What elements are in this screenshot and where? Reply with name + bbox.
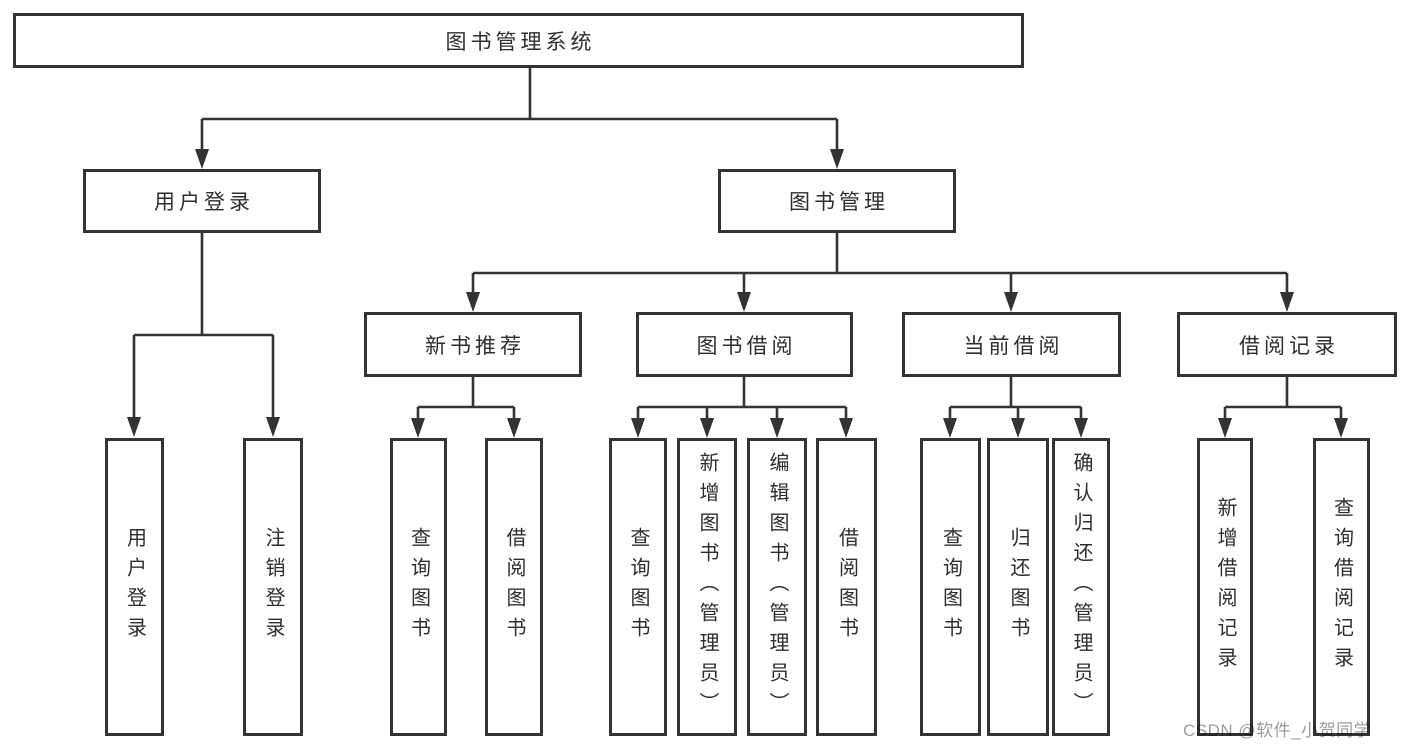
- node-library-management-system: 图书管理系统: [13, 13, 1024, 68]
- connector-edges: [132, 68, 1343, 426]
- node-label: 图书借阅: [696, 334, 797, 358]
- leaf-label: 查询图书: [939, 527, 962, 647]
- leaf-label: 归还图书: [1007, 527, 1029, 647]
- leaf-label: 借阅图书: [835, 527, 858, 647]
- leaf-query-books-current: 查询图书: [920, 438, 981, 736]
- leaf-label: 用户登录: [123, 527, 146, 647]
- leaf-confirm-return-admin: 确认归还（管理员）: [1052, 438, 1110, 736]
- leaf-label: 新增借阅记录: [1214, 497, 1236, 677]
- leaf-label: 注销登录: [262, 527, 284, 647]
- leaf-query-books-borrowing: 查询图书: [609, 438, 667, 736]
- node-label: 用户登录: [154, 191, 254, 214]
- node-book-management: 图书管理: [718, 169, 956, 233]
- node-label: 图书管理: [789, 191, 889, 214]
- leaf-label: 查询图书: [627, 527, 649, 647]
- leaf-add-borrow-record: 新增借阅记录: [1197, 438, 1253, 736]
- leaf-label: 查询借阅记录: [1330, 497, 1353, 677]
- node-borrowing-records: 借阅记录: [1177, 312, 1397, 377]
- leaf-return-book: 归还图书: [987, 438, 1049, 736]
- leaf-label: 查询图书: [407, 527, 430, 647]
- leaf-query-borrow-record: 查询借阅记录: [1313, 438, 1370, 736]
- leaf-add-book-admin: 新增图书（管理员）: [677, 438, 737, 736]
- node-label: 当前借阅: [963, 334, 1064, 358]
- leaf-query-books-recommend: 查询图书: [390, 438, 447, 736]
- leaf-label: 借阅图书: [503, 527, 525, 647]
- node-new-book-recommend: 新书推荐: [364, 312, 582, 377]
- leaf-edit-book-admin: 编辑图书（管理员）: [747, 438, 807, 736]
- leaf-user-login: 用户登录: [105, 438, 164, 736]
- node-current-borrowing: 当前借阅: [902, 312, 1121, 377]
- leaf-label: 确认归还（管理员）: [1070, 452, 1092, 722]
- node-label: 图书管理系统: [445, 30, 596, 54]
- leaf-logout: 注销登录: [243, 438, 303, 736]
- node-user-login: 用户登录: [83, 169, 321, 233]
- leaf-label: 新增图书（管理员）: [696, 452, 718, 722]
- leaf-borrow-books-borrowing: 借阅图书: [816, 438, 877, 736]
- leaf-label: 编辑图书（管理员）: [766, 452, 788, 722]
- node-label: 借阅记录: [1239, 334, 1339, 358]
- node-label: 新书推荐: [425, 334, 525, 358]
- leaf-borrow-books-recommend: 借阅图书: [485, 438, 543, 736]
- node-book-borrowing: 图书借阅: [636, 312, 853, 377]
- csdn-watermark: CSDN @软件_小贺同学: [1183, 721, 1372, 740]
